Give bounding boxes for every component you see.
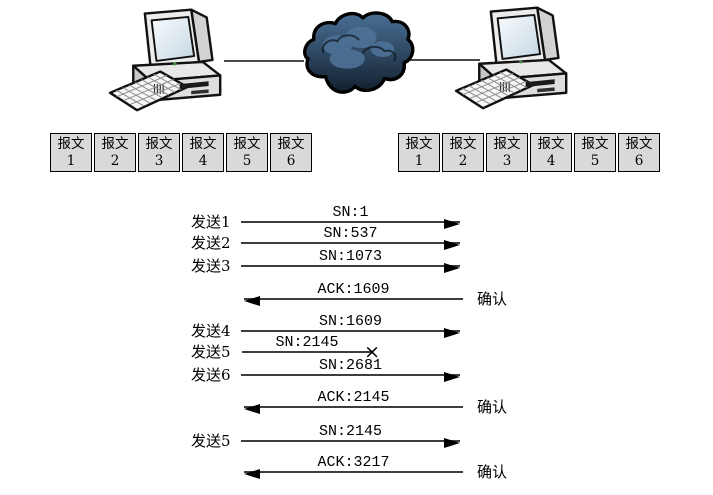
monitor-screen [496, 14, 542, 60]
power-led [173, 62, 177, 66]
send-label-1: 发送1 [191, 213, 231, 231]
send-label-2: 发送2 [191, 234, 231, 252]
send-label-3: 发送3 [191, 257, 231, 275]
right-computer-icon [454, 6, 568, 110]
monitor-screen [150, 16, 196, 62]
lost-packet-marker: × [364, 341, 380, 363]
packet-number: 4 [198, 152, 208, 169]
drive-slot-small [537, 87, 555, 93]
network-cloud-icon [303, 11, 415, 94]
packet-number: 4 [546, 152, 556, 169]
cloud-lumps [322, 26, 395, 69]
message-label: SN:1 [332, 204, 369, 221]
packet-title: 报文 [57, 135, 85, 152]
message-label: SN:2145 [275, 334, 339, 351]
message-label: SN:1073 [318, 248, 383, 265]
packet-number: 6 [286, 152, 296, 169]
keyboard-keys [462, 71, 528, 105]
arrow-sn-2145-retry: SN:2145 [241, 423, 460, 448]
packet-number: 2 [458, 152, 468, 169]
keyboard-keys [116, 73, 182, 107]
message-label: SN:2145 [318, 423, 383, 440]
message-label: SN:2681 [318, 357, 383, 374]
message-label: ACK:2145 [317, 389, 390, 406]
left-computer-icon [108, 8, 222, 112]
arrow-ack-3217: ACK:3217 [244, 454, 463, 479]
arrow-ack-2145: ACK:2145 [244, 389, 463, 414]
message-label: SN:537 [323, 225, 378, 242]
packet-number: 3 [154, 152, 164, 169]
packet-title: 报文 [145, 135, 173, 152]
arrow-sn-1073: SN:1073 [241, 248, 460, 273]
drive-slot [179, 81, 209, 89]
send-label-5-retry: 发送5 [191, 432, 231, 450]
packet-title: 报文 [101, 135, 129, 152]
packet-number: 6 [634, 152, 644, 169]
arrow-sn-1: SN:1 [241, 204, 460, 229]
send-label-5: 发送5 [191, 343, 231, 361]
ack-label-2: 确认 [477, 398, 508, 416]
arrow-sn-2681: SN:2681 [241, 357, 460, 382]
cloud-lump-outlines [321, 34, 397, 62]
packet-number: 3 [502, 152, 512, 169]
packet-title: 报文 [625, 135, 653, 152]
packet-number: 5 [590, 152, 600, 169]
packet-title: 报文 [493, 135, 521, 152]
packet-title: 报文 [277, 135, 305, 152]
packet-title: 报文 [537, 135, 565, 152]
arrow-sn-2145-lost: SN:2145 × [242, 334, 380, 362]
link-line-right [404, 59, 480, 61]
packet-number: 2 [110, 152, 120, 169]
packet-title: 报文 [449, 135, 477, 152]
message-label: ACK:1609 [317, 281, 390, 298]
message-label: ACK:3217 [317, 454, 390, 471]
packet-title: 报文 [233, 135, 261, 152]
send-label-4: 发送4 [191, 322, 231, 340]
message-label: SN:1609 [318, 313, 383, 330]
arrow-ack-1609: ACK:1609 [244, 281, 463, 306]
link-line-left [224, 60, 304, 62]
send-label-6: 发送6 [191, 366, 231, 384]
packet-title: 报文 [581, 135, 609, 152]
arrow-sn-1609: SN:1609 [241, 313, 460, 338]
ack-label-3: 确认 [477, 463, 508, 481]
packet-number: 1 [66, 152, 76, 169]
packet-title: 报文 [189, 135, 217, 152]
arrow-sn-537: SN:537 [241, 225, 460, 250]
packet-number: 5 [242, 152, 252, 169]
ack-label-1: 确认 [477, 290, 508, 308]
packet-number: 1 [414, 152, 424, 169]
packet-title: 报文 [405, 135, 433, 152]
drive-slot [525, 79, 555, 87]
power-led [519, 60, 523, 64]
drive-slot-small [191, 89, 209, 95]
